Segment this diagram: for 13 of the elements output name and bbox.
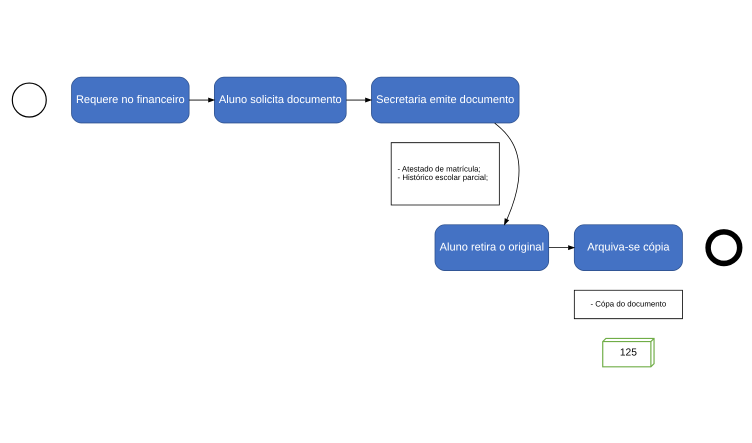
node-circle (12, 82, 47, 118)
node-box: - Atestado de matrícula; - Histórico escolar parcial; (390, 142, 500, 205)
node-box: - Cópa do documento (574, 289, 683, 319)
node-box: Arquiva-se cópia (574, 224, 683, 270)
node-circle (705, 228, 742, 266)
arrow (188, 97, 216, 102)
arrow (346, 97, 372, 102)
arrow (494, 122, 520, 226)
node-box: Aluno solicita documento (214, 76, 347, 123)
node-box: Secretaria emite documento (371, 76, 520, 123)
node-box: Aluno retira o original (434, 224, 550, 270)
node-box: Requere no financeiro (71, 76, 190, 123)
arrow (548, 244, 576, 250)
